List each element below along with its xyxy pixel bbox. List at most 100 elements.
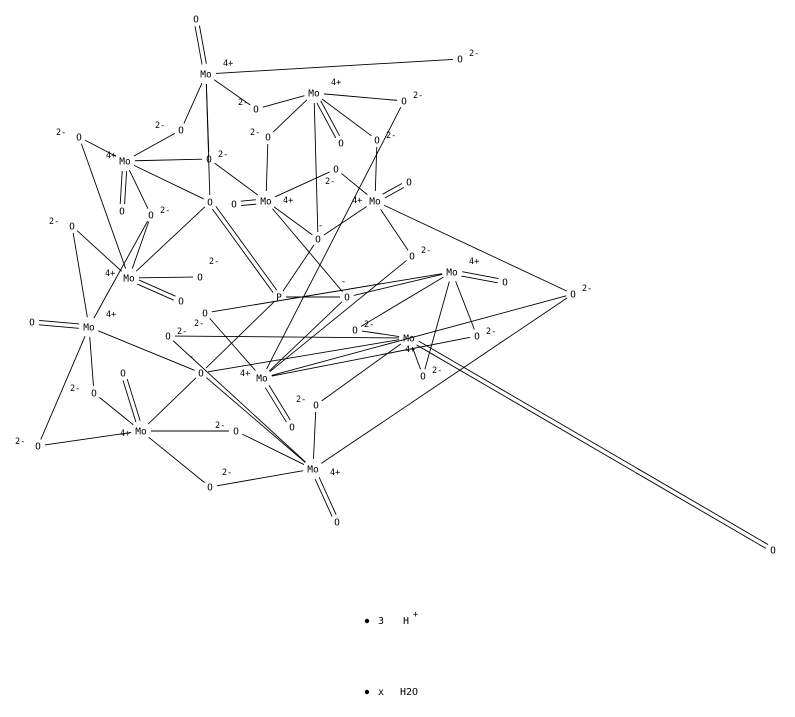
bond-mo8-b11 <box>269 260 407 373</box>
bond-line <box>314 478 333 517</box>
bond-line <box>240 199 256 202</box>
bond-mo4-b6 <box>214 162 259 196</box>
atom-b1: O2- <box>457 49 479 66</box>
atom-mo6: Mo4+ <box>105 269 135 285</box>
atom-symbol: O <box>193 15 199 26</box>
bond-mo1-b4 <box>183 82 203 124</box>
atom-charge: 2- <box>469 49 479 59</box>
atom-b15: O2- <box>49 217 75 233</box>
atom-mo3: Mo4+ <box>106 151 131 168</box>
bond-mo5-b12 <box>383 204 567 292</box>
bond-p-ob <box>282 244 315 292</box>
atom-charge: 2- <box>160 206 170 216</box>
bond-mo2-b5 <box>272 99 308 133</box>
atom-charge: 4+ <box>352 196 362 206</box>
bond-mo12-b12 <box>321 297 568 464</box>
atom-b20: O2- <box>194 309 208 330</box>
bond-mo10-oc <box>207 339 400 373</box>
atom-b3: O2- <box>238 98 259 116</box>
bond-line <box>198 25 207 64</box>
bond-mo2-ot2-double <box>316 100 341 139</box>
dot-bullet-counterion <box>364 618 370 624</box>
atom-charge: 2- <box>222 468 232 478</box>
atom-charge: 2- <box>209 257 219 267</box>
atom-symbol: Mo <box>256 374 268 385</box>
atom-symbol: Mo <box>308 89 320 100</box>
atom-symbol: O <box>289 423 295 434</box>
atom-symbol: O <box>202 309 208 320</box>
bond-mo7-b15 <box>72 232 88 318</box>
atom-charge: 2- <box>582 284 592 294</box>
atom-b22: O2- <box>15 437 41 453</box>
atom-mo9: Mo4+ <box>446 257 479 279</box>
atom-symbol: Mo <box>123 274 135 285</box>
atom-symbol: Mo <box>83 323 95 334</box>
atom-charge: 2- <box>49 217 59 227</box>
bond-line <box>119 170 123 204</box>
atom-charge: 2- <box>218 150 228 160</box>
atom-charge: 2- <box>486 327 496 337</box>
solvate-count: x <box>378 687 384 698</box>
atom-symbol: O <box>29 318 35 329</box>
atom-mo5: Mo4+ <box>352 196 381 208</box>
bond-line <box>137 283 174 301</box>
atom-charge: - <box>341 277 346 287</box>
atom-charge: 2- <box>421 246 431 256</box>
atom-charge: 2- <box>364 320 374 330</box>
atom-b2: O2- <box>401 91 423 108</box>
atom-b8: O2- <box>56 128 82 144</box>
atom-symbol: O <box>502 278 508 289</box>
bond-mo6-b13 <box>138 276 194 279</box>
atom-charge: 4+ <box>330 468 340 478</box>
atom-ot1: O <box>193 15 199 26</box>
counterion-species: H <box>403 616 409 627</box>
bond-mo3-b6 <box>134 158 203 162</box>
bond-line <box>126 378 141 421</box>
bond-mo11-b16 <box>99 397 134 426</box>
bond-mo7-b16 <box>89 336 94 387</box>
atom-symbol: Mo <box>119 157 131 168</box>
atom-symbol: O <box>474 332 480 343</box>
atom-charge: 4+ <box>223 59 233 69</box>
atom-charge: - <box>189 352 194 362</box>
atom-symbol: P <box>276 293 282 304</box>
bond-mo11-b24 <box>148 436 205 483</box>
atom-charge: 2- <box>15 437 25 447</box>
bond-line <box>316 102 337 139</box>
atom-b9: O2- <box>325 165 339 188</box>
atom-ot2: O <box>338 139 344 150</box>
bond-mo9-ot9-double <box>461 271 499 284</box>
bond-mo11-ot11-double <box>122 378 141 423</box>
bond-mo3-b8 <box>84 139 117 157</box>
atom-charge: 4+ <box>331 78 341 88</box>
atom-symbol: O <box>770 546 776 557</box>
atom-symbol: O <box>231 200 237 211</box>
bond-mo3-ot3-double <box>119 170 128 205</box>
atom-ot3: O <box>119 207 125 218</box>
bond-mo6-ot6-double <box>137 279 176 301</box>
bond-line <box>241 203 257 206</box>
atom-charge: 4+ <box>283 196 293 206</box>
bond-mo10-b19 <box>412 347 422 370</box>
bond-line <box>138 279 176 297</box>
atom-symbol: O <box>233 427 239 438</box>
dot-bullet-solvate <box>364 689 370 695</box>
bond-mo5-ot5-double <box>382 183 405 199</box>
bond-mo5-b9 <box>341 173 368 196</box>
atom-b16: O2- <box>70 384 97 400</box>
bond-mo7-b10 <box>93 220 149 319</box>
atom-symbol: Mo <box>135 427 147 438</box>
atom-charge: 4+ <box>106 151 116 161</box>
bond-mo10-b17 <box>361 330 400 337</box>
bond-mo8-b20 <box>209 317 256 371</box>
atom-ot11: O <box>120 369 126 380</box>
atom-ot7: O <box>29 318 35 329</box>
atom-symbol: O <box>207 483 213 494</box>
bond-mo3-oa <box>133 164 204 200</box>
atom-charge: 2- <box>194 319 204 329</box>
bond-line <box>211 208 274 293</box>
atom-symbol: O <box>198 369 204 380</box>
